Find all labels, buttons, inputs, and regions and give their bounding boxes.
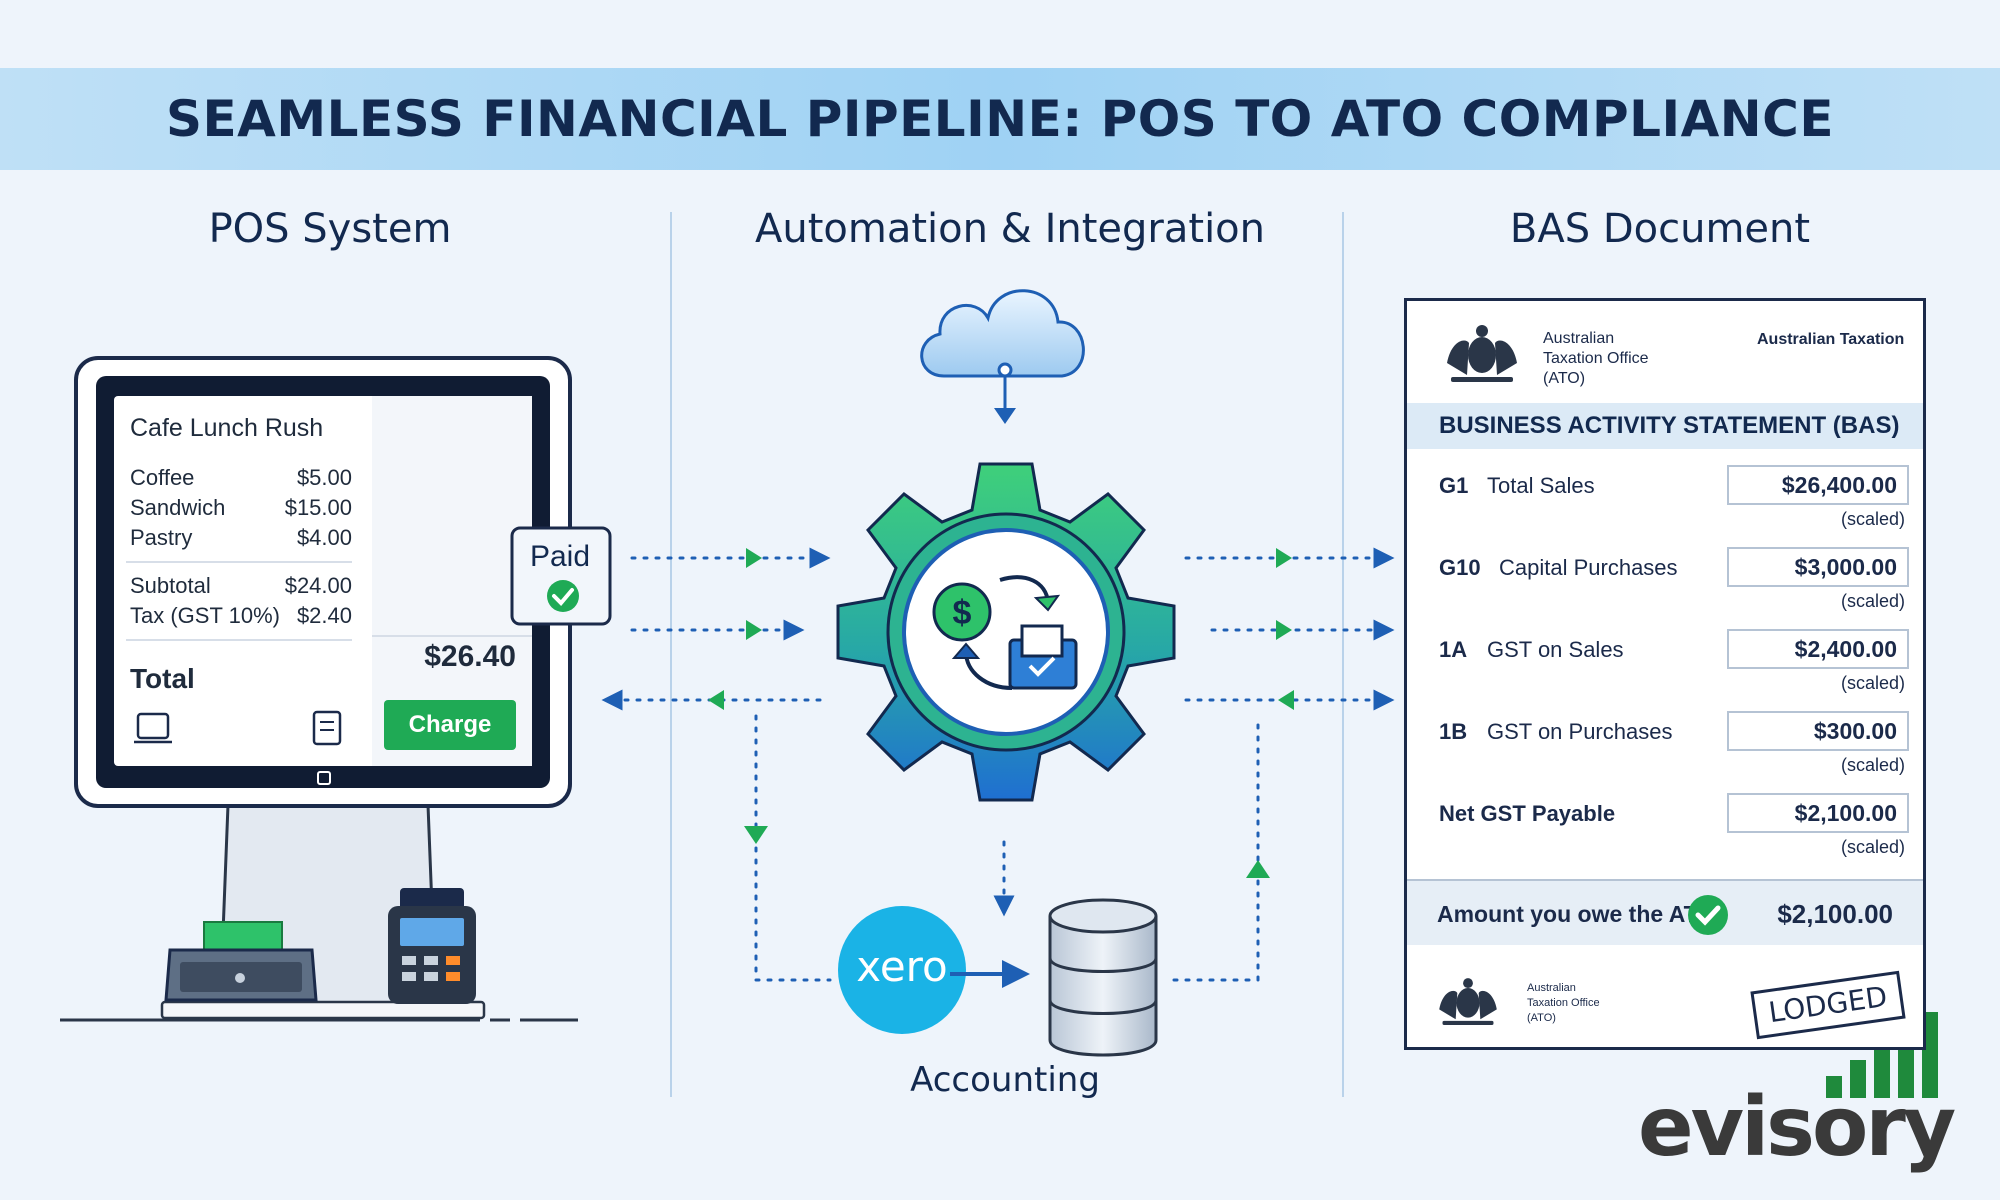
accounting-label: Accounting — [910, 1060, 1100, 1100]
flow-arrows-left — [601, 547, 831, 711]
bas-label: GST on Purchases — [1487, 719, 1673, 744]
gear-icon: $ — [836, 462, 1176, 802]
bas-scaled-note: (scaled) — [1840, 509, 1905, 529]
agency-line-2: Taxation Office — [1543, 350, 1649, 367]
list-item: Pastry $4.00 — [116, 523, 352, 553]
tax-row: Tax (GST 10%) $2.40 — [116, 601, 352, 631]
bas-document: Australian Taxation Office (ATO) Austral… — [1404, 298, 1926, 1050]
bas-row-1b: 1B GST on Purchases $300.00 (scaled) — [1417, 705, 1913, 787]
item-price: $15.00 — [284, 495, 352, 520]
bas-header: Australian Taxation Office (ATO) Austral… — [1407, 301, 1923, 401]
tax-label: Tax (GST 10%) — [130, 603, 280, 628]
amount-owed-row: Amount you owe the ATO $2,100.00 — [1407, 879, 1923, 945]
title-banner: SEAMLESS FINANCIAL PIPELINE: POS TO ATO … — [0, 68, 2000, 170]
receipt-divider — [126, 639, 352, 641]
item-name: Coffee — [130, 465, 195, 490]
subtotal-value: $24.00 — [284, 573, 352, 598]
coat-of-arms-icon — [1439, 978, 1497, 1026]
receipt-title: Cafe Lunch Rush — [130, 414, 324, 442]
statement-title: BUSINESS ACTIVITY STATEMENT (BAS) — [1407, 403, 1923, 449]
list-item: Coffee $5.00 — [116, 463, 352, 493]
total-amount: $26.40 — [424, 640, 516, 673]
check-icon — [1688, 895, 1728, 935]
footer-agency-line-2: Taxation Office — [1527, 997, 1600, 1009]
xero-logo-text: xero — [856, 942, 948, 991]
bas-value-field[interactable]: $2,400.00 — [1727, 629, 1909, 669]
net-gst-label: Net GST Payable — [1439, 801, 1616, 826]
bas-column-title: BAS Document — [1509, 206, 1811, 252]
bas-code: G1 — [1439, 473, 1469, 498]
footer-agency-line-3: (ATO) — [1527, 1012, 1556, 1024]
bas-code: G10 — [1439, 555, 1481, 580]
bas-scaled-note: (scaled) — [1840, 755, 1905, 775]
bas-label: Total Sales — [1487, 473, 1595, 498]
evisory-logo: evisory — [1638, 1080, 1956, 1175]
item-price: $5.00 — [296, 465, 352, 490]
item-price: $4.00 — [296, 525, 352, 550]
amount-owed-label: Amount you owe the ATO — [1437, 901, 1716, 927]
cloud-icon — [920, 289, 1085, 424]
bas-label: Capital Purchases — [1499, 555, 1678, 580]
footer-agency-line-1: Australian — [1527, 982, 1576, 994]
bas-scaled-note: (scaled) — [1840, 837, 1905, 857]
total-label: Total — [130, 663, 195, 694]
bas-row-net-gst: Net GST Payable $2,100.00 (scaled) — [1417, 787, 1913, 869]
subtotal-row: Subtotal $24.00 — [116, 571, 352, 601]
bas-label: GST on Sales — [1487, 637, 1624, 662]
pos-column-title: POS System — [208, 206, 452, 252]
bas-rows: G1 Total Sales $26,400.00 (scaled) G10 C… — [1417, 459, 1913, 869]
bas-row-g1: G1 Total Sales $26,400.00 (scaled) — [1417, 459, 1913, 541]
agency-line-1: Australian — [1543, 330, 1615, 347]
subtotal-label: Subtotal — [130, 573, 211, 598]
tax-value: $2.40 — [296, 603, 352, 628]
coat-of-arms-icon — [1447, 325, 1517, 382]
receipt-divider — [126, 561, 352, 563]
pos-terminal — [60, 356, 578, 1022]
automation-column-title: Automation & Integration — [755, 206, 1265, 252]
net-gst-value-field[interactable]: $2,100.00 — [1727, 793, 1909, 833]
item-name: Sandwich — [130, 495, 226, 520]
charge-button[interactable]: Charge — [384, 700, 516, 750]
bas-footer: Australian Taxation Office (ATO) LODGED — [1407, 951, 1923, 1047]
bas-row-g10: G10 Capital Purchases $3,000.00 (scaled) — [1417, 541, 1913, 623]
bas-value-field[interactable]: $3,000.00 — [1727, 547, 1909, 587]
bas-row-1a: 1A GST on Sales $2,400.00 (scaled) — [1417, 623, 1913, 705]
bas-value-field[interactable]: $26,400.00 — [1727, 465, 1909, 505]
list-item: Sandwich $15.00 — [116, 493, 352, 523]
item-name: Pastry — [130, 525, 193, 550]
bas-scaled-note: (scaled) — [1840, 673, 1905, 693]
column-divider — [670, 212, 672, 1097]
paid-label: Paid — [529, 540, 591, 573]
header-right-title: Australian Taxation — [1757, 331, 1905, 348]
database-icon — [1048, 898, 1158, 1057]
svg-text:$: $ — [953, 594, 972, 632]
amount-owed-value: $2,100.00 — [1777, 899, 1893, 929]
pos-receipt: Cafe Lunch Rush Coffee $5.00 Sandwich $1… — [116, 400, 352, 760]
bas-value-field[interactable]: $300.00 — [1727, 711, 1909, 751]
lodged-stamp: LODGED — [1750, 970, 1906, 1040]
paid-badge — [510, 526, 612, 626]
bas-scaled-note: (scaled) — [1840, 591, 1905, 611]
bas-code: 1B — [1439, 719, 1468, 744]
page-title: SEAMLESS FINANCIAL PIPELINE: POS TO ATO … — [165, 90, 1835, 148]
column-divider — [1342, 212, 1344, 1097]
agency-line-3: (ATO) — [1543, 370, 1586, 387]
accounting-loop — [754, 714, 1260, 982]
bas-code: 1A — [1439, 637, 1468, 662]
xero-logo — [838, 906, 966, 1034]
